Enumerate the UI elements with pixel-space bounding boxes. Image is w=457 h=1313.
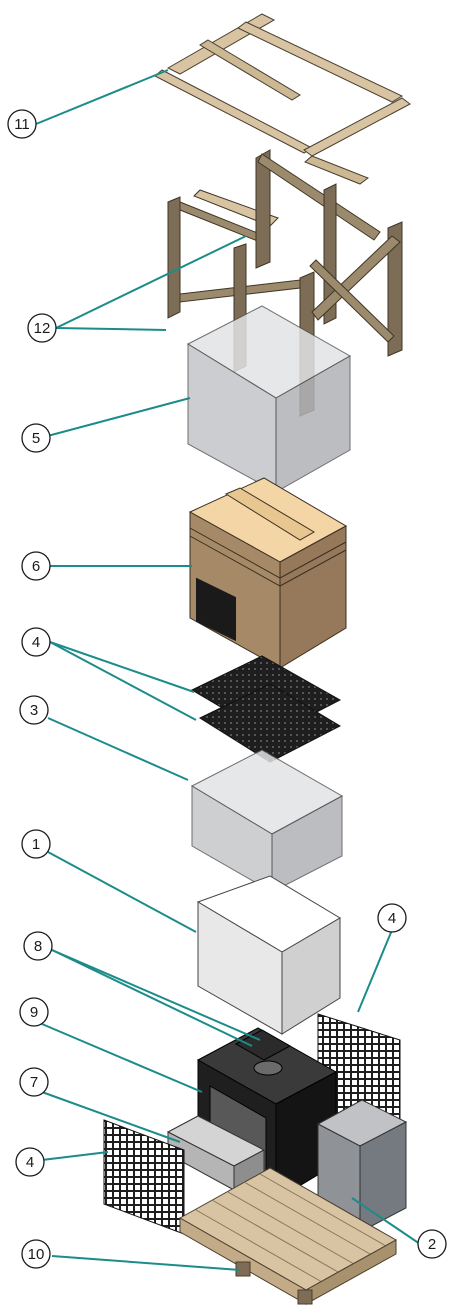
callout-9: 9 [19,997,49,1027]
callout-8: 8 [23,931,53,961]
white-cover [196,875,341,1035]
callout-6: 6 [21,551,51,581]
callout-5: 5 [21,423,51,453]
callout-3-label: 3 [30,702,38,719]
callout-4-left-label: 4 [26,1154,34,1171]
callout-7-label: 7 [30,1074,38,1091]
wooden-crate-frame [167,149,403,417]
callout-12: 12 [27,313,57,343]
callout-10: 10 [21,1239,51,1269]
cardboard-box [188,477,348,669]
callout-2-label: 2 [428,1236,436,1253]
callout-1: 1 [21,829,51,859]
callout-1-label: 1 [32,836,40,853]
cooktop-plates [234,1029,292,1061]
callout-12-label: 12 [34,320,51,337]
stove-body [196,1027,338,1201]
callout-6-label: 6 [32,558,40,575]
callout-10-label: 10 [28,1246,45,1263]
mesh-panels-upper [190,655,342,763]
wooden-pallet [178,1167,398,1305]
callout-7: 7 [19,1067,49,1097]
box-print-label [196,577,236,642]
callout-4-right: 4 [377,903,407,933]
grey-box [316,1099,408,1233]
top-wood-frame [154,13,411,185]
callout-11-label: 11 [14,116,30,133]
protective-film-upper [186,305,352,493]
callout-markers: 11 12 5 6 4 3 1 4 [7,109,447,1269]
callout-11: 11 [7,109,37,139]
callout-4-upper-label: 4 [32,634,40,651]
callout-4-left: 4 [15,1147,45,1177]
callout-2: 2 [417,1229,447,1259]
callout-8-label: 8 [34,938,42,955]
grey-block [166,1115,266,1191]
callout-5-label: 5 [32,430,40,447]
protective-film-middle [190,749,344,893]
callout-4-upper: 4 [21,627,51,657]
callout-4-right-label: 4 [388,910,396,927]
callout-3: 3 [19,695,49,725]
leader-lines [35,69,421,1271]
callout-9-label: 9 [30,1004,38,1021]
